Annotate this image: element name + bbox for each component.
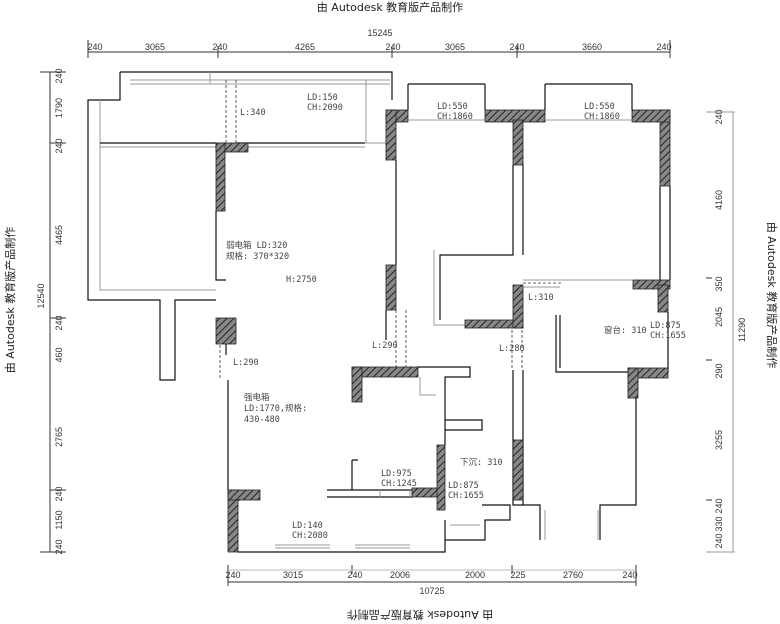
label-meter-2: 规格: 370*320 [226, 251, 289, 262]
label-elec-3: 430-480 [244, 415, 280, 425]
label-elec-1: 强电箱 [244, 392, 270, 403]
label-win6-ch: CH:2080 [292, 531, 328, 541]
label-win3-ch: CH:1655 [650, 331, 686, 341]
dimension-left: 12540 240 1790 240 4465 240 460 2765 240… [36, 68, 66, 555]
dim-top-seg: 240 [385, 42, 400, 52]
label-balcony-ld: LD:150 [307, 93, 338, 103]
label-win5-ch: CH:1655 [448, 491, 484, 501]
dim-right-seg: 4160 [714, 190, 724, 210]
label-door-l290a: L:290 [233, 358, 259, 368]
watermark-left: 由 Autodesk 教育版产品制作 [3, 227, 17, 373]
dim-top-seg: 240 [509, 42, 524, 52]
dim-bottom-seg: 240 [347, 570, 362, 580]
watermark-right: 由 Autodesk 教育版产品制作 [765, 222, 779, 368]
label-balcony-ch: CH:2090 [307, 103, 343, 113]
label-win3-ld: LD:875 [650, 321, 681, 331]
dim-left-total: 12540 [36, 283, 46, 308]
dim-left-seg: 240 [54, 315, 64, 330]
dim-left-seg: 240 [54, 539, 64, 554]
label-win2-ch: CH:1860 [584, 112, 620, 122]
dim-right-seg: 240 [714, 109, 724, 124]
label-door-l290b: L:290 [372, 341, 398, 351]
dim-left-seg: 240 [54, 486, 64, 501]
label-win6-ld: LD:140 [292, 521, 323, 531]
dim-left-seg: 2765 [54, 427, 64, 447]
dim-bottom-seg: 2006 [390, 570, 410, 580]
label-win1-ld: LD:550 [437, 102, 468, 112]
dim-right-seg: 240 [714, 533, 724, 548]
walls [87, 71, 671, 553]
label-win1-ch: CH:1860 [437, 112, 473, 122]
dim-bottom-total: 10725 [419, 586, 444, 596]
dim-right-total: 11290 [737, 318, 747, 342]
dimension-right: 11290 240 4160 350 2045 290 3255 240 330… [706, 109, 747, 553]
dim-right-seg: 350 [714, 276, 724, 291]
dim-right-seg: 2045 [714, 307, 724, 327]
dim-right-seg: 3255 [714, 430, 724, 450]
dim-left-seg: 1150 [54, 510, 64, 529]
dim-top-seg: 240 [87, 42, 102, 52]
dim-top-seg: 3660 [582, 42, 602, 52]
dim-bottom-seg: 240 [622, 570, 637, 580]
dim-right-seg: 240 [714, 498, 724, 513]
dim-bottom-seg: 2760 [563, 570, 583, 580]
dim-left-seg: 240 [54, 138, 64, 153]
label-elec-2: LD:1770,规格: [244, 403, 307, 414]
dim-left-seg: 4465 [54, 225, 64, 245]
dim-top-total: 15245 [367, 28, 392, 38]
label-meter-1: 弱电箱 LD:320 [226, 240, 287, 251]
dim-right-seg: 290 [714, 363, 724, 378]
dim-right-seg: 330 [714, 516, 724, 531]
label-win5-ld: LD:875 [448, 481, 479, 491]
label-win4-ld: LD:975 [381, 469, 412, 479]
dim-top-seg: 240 [212, 42, 227, 52]
dim-left-seg: 460 [54, 347, 64, 362]
dim-top-seg: 4265 [295, 42, 315, 52]
label-balcony-l: L:340 [240, 108, 266, 118]
dim-top-seg: 3065 [145, 42, 165, 52]
dim-bottom-seg: 225 [510, 570, 525, 580]
dim-top-seg: 240 [656, 42, 671, 52]
dimension-bottom: 10725 240 3015 240 2006 2000 225 2760 24… [225, 565, 638, 596]
dim-bottom-seg: 3015 [283, 570, 303, 580]
dim-top-seg: 3065 [445, 42, 465, 52]
label-win2-ld: LD:550 [584, 102, 615, 112]
watermark-top: 由 Autodesk 教育版产品制作 [317, 0, 463, 14]
label-sill-mid: 下沉: 310 [460, 458, 503, 468]
label-door-l280: L:280 [499, 344, 525, 354]
label-win4-ch: CH:1245 [381, 479, 417, 489]
label-door-l310: L:310 [528, 293, 554, 303]
label-height: H:2750 [286, 275, 317, 285]
dim-left-seg: 1790 [54, 98, 64, 118]
dim-left-seg: 240 [54, 68, 64, 83]
label-sill-right: 窗台: 310 [604, 325, 647, 336]
room-labels: L:340 LD:150 CH:2090 LD:550 CH:1860 LD:5… [226, 93, 686, 541]
watermark-bottom: 由 Autodesk 教育版产品制作 [347, 608, 493, 622]
dim-bottom-seg: 2000 [465, 570, 485, 580]
dim-bottom-seg: 240 [225, 570, 240, 580]
dimension-top: 15245 240 3065 240 4265 240 3065 240 366… [87, 28, 672, 58]
